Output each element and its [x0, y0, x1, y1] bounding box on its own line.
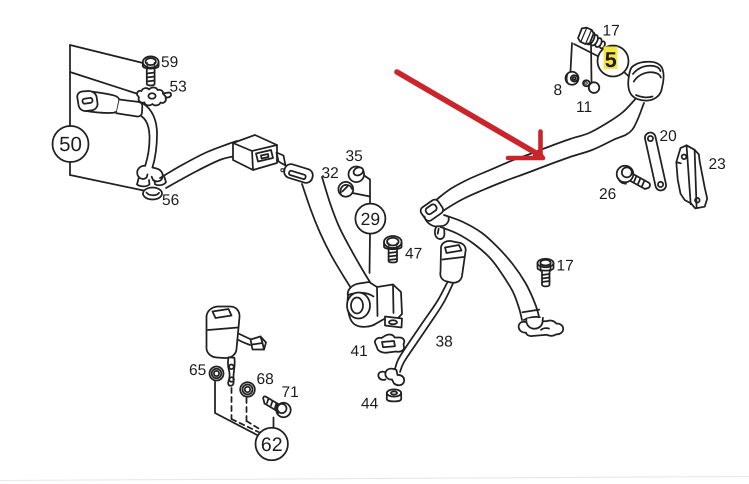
svg-text:38: 38 — [436, 334, 453, 351]
svg-text:11: 11 — [576, 99, 592, 116]
svg-text:59: 59 — [161, 54, 178, 71]
svg-text:23: 23 — [709, 156, 726, 173]
svg-text:20: 20 — [660, 128, 678, 145]
svg-text:68: 68 — [257, 371, 274, 388]
svg-text:53: 53 — [170, 79, 187, 96]
svg-text:71: 71 — [282, 384, 299, 401]
svg-text:62: 62 — [261, 434, 283, 456]
svg-text:5: 5 — [605, 48, 617, 72]
svg-text:65: 65 — [189, 362, 206, 379]
svg-text:35: 35 — [346, 148, 363, 165]
svg-text:47: 47 — [405, 246, 422, 263]
svg-text:56: 56 — [162, 192, 179, 209]
svg-text:44: 44 — [361, 396, 379, 413]
svg-text:29: 29 — [361, 209, 380, 229]
svg-text:41: 41 — [351, 343, 368, 360]
svg-text:50: 50 — [59, 133, 82, 156]
svg-text:17: 17 — [603, 23, 620, 40]
svg-text:17: 17 — [557, 258, 574, 275]
svg-text:32: 32 — [322, 165, 339, 182]
svg-text:8: 8 — [554, 82, 563, 99]
svg-text:26: 26 — [599, 186, 616, 203]
